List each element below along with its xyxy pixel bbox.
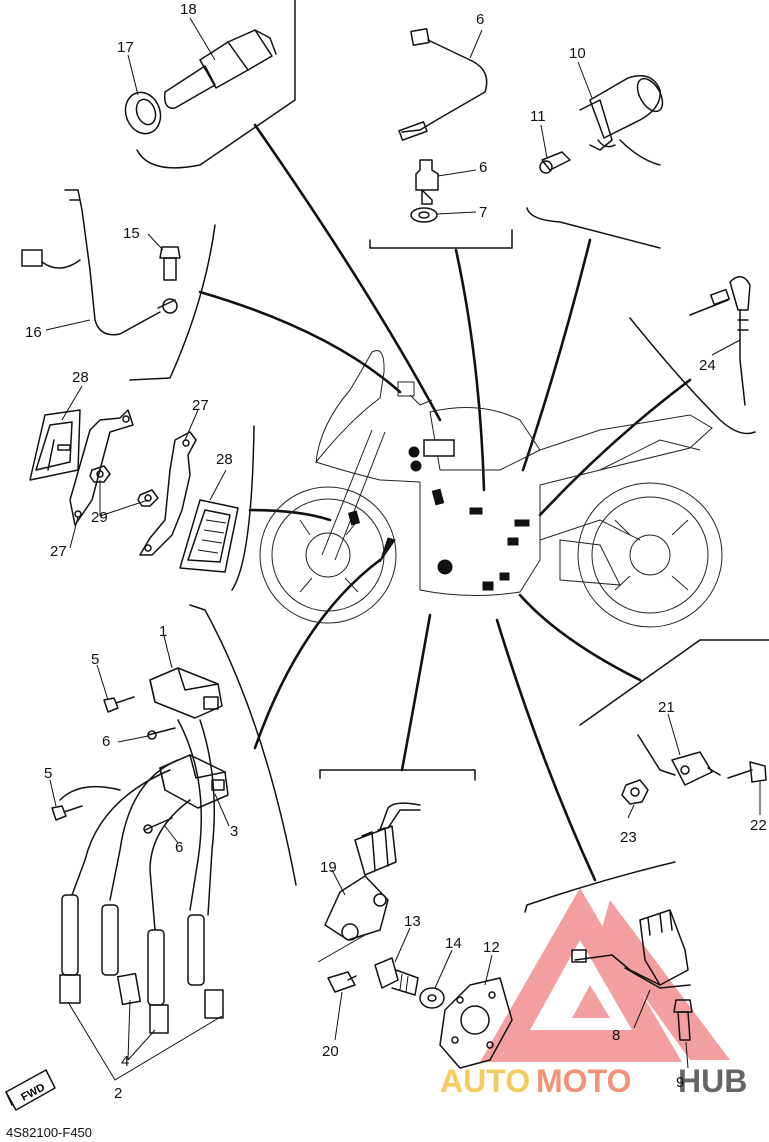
callout-16: 14	[445, 935, 462, 952]
callout-27-right: 27	[192, 397, 209, 414]
callout-28-left: 28	[72, 369, 89, 386]
group-leader-lines	[198, 123, 692, 882]
watermark-auto: AUTO	[440, 1063, 530, 1099]
part-28-reflector-left	[29, 409, 81, 481]
callout-28-right: 28	[216, 451, 233, 468]
callout-lines-4-2	[67, 999, 223, 1081]
callout-15: 13	[404, 913, 421, 930]
part-18-earth-lead	[21, 189, 178, 336]
part-9-gasket	[410, 207, 438, 223]
part-3-ignition-coil	[159, 754, 229, 809]
motorcycle-outline	[259, 350, 723, 628]
callout-14: 12	[483, 939, 500, 956]
callout-8: 6	[476, 11, 484, 28]
callout-12: 10	[569, 45, 586, 62]
part-13-bolt	[539, 151, 571, 174]
callout-numbers: 18 17 6 6 7 10 11 15 16 24 28 27 28 29 2…	[25, 1, 767, 1102]
callout-9: 7	[479, 204, 487, 221]
part-24-bolt	[727, 761, 767, 783]
part-20-thermo-sensor	[163, 29, 277, 109]
callout-25: 23	[620, 829, 637, 846]
part-22-bolt	[327, 971, 357, 993]
callout-13: 11	[530, 108, 546, 125]
part-28-reflector-right	[179, 499, 239, 573]
part-5-bolt-upper	[103, 696, 135, 713]
callout-26: 24	[699, 357, 716, 374]
callout-21: 19	[320, 859, 337, 876]
part-1-ignition-coil	[149, 667, 223, 719]
part-6-bolt-upper	[147, 727, 176, 740]
callout-18: 16	[25, 324, 42, 341]
callout-27-left: 27	[50, 543, 67, 560]
part-8-lead-wire	[398, 27, 488, 141]
watermark-text: AUTO MOTO HUB 9	[440, 1063, 747, 1099]
part-19-washer	[124, 91, 162, 135]
callout-11: 9	[676, 1074, 684, 1091]
part-4-plug-caps-and-leads	[59, 719, 224, 1034]
callout-10: 8	[612, 1027, 620, 1044]
watermark-moto: MOTO	[536, 1063, 631, 1099]
part-12-speed-sensor	[579, 75, 664, 166]
callout-leaders	[45, 17, 761, 1041]
part-27-bracket-right	[139, 431, 197, 556]
callout-19: 17	[117, 39, 134, 56]
part-11-bolt	[673, 999, 693, 1041]
part-26-sensor	[689, 276, 751, 406]
bike-markers	[347, 439, 530, 591]
part-14-rotor-plate	[439, 977, 513, 1069]
callout-17: 15	[123, 225, 140, 242]
part-29-nut	[89, 465, 159, 507]
fwd-arrow: FWD	[5, 1069, 56, 1111]
callout-7: 6	[479, 159, 487, 176]
part-10-neutral-switch	[571, 909, 691, 989]
callout-5-lower: 5	[44, 765, 52, 782]
callout-23: 21	[658, 699, 675, 716]
part-25-nut	[621, 779, 649, 805]
part-5-bolt-lower	[51, 805, 83, 821]
part-23-sensor	[637, 734, 721, 786]
catalog-code: 4S82100-F450	[6, 1125, 93, 1140]
callout-22: 20	[322, 1043, 339, 1060]
callout-3: 3	[230, 823, 238, 840]
part-7-switch	[415, 159, 439, 205]
group-frames	[129, 0, 769, 913]
part-17-bolt	[159, 246, 181, 281]
callout-5-upper: 5	[91, 651, 99, 668]
watermark-logo	[480, 888, 730, 1062]
watermark-hub: HUB	[678, 1063, 747, 1099]
callout-2: 2	[114, 1085, 122, 1102]
part-16-washer	[419, 987, 445, 1009]
callout-29: 29	[91, 509, 108, 526]
callout-1: 1	[159, 623, 167, 640]
callout-24: 22	[750, 817, 767, 834]
callout-6-upper: 6	[102, 733, 110, 750]
callout-4: 4	[121, 1053, 129, 1070]
part-15-bolt	[374, 957, 419, 996]
part-6-bolt-lower	[143, 817, 173, 834]
callout-6-lower: 6	[175, 839, 183, 856]
callout-20: 18	[180, 1, 197, 18]
part-21-pickup-coil	[324, 802, 421, 941]
